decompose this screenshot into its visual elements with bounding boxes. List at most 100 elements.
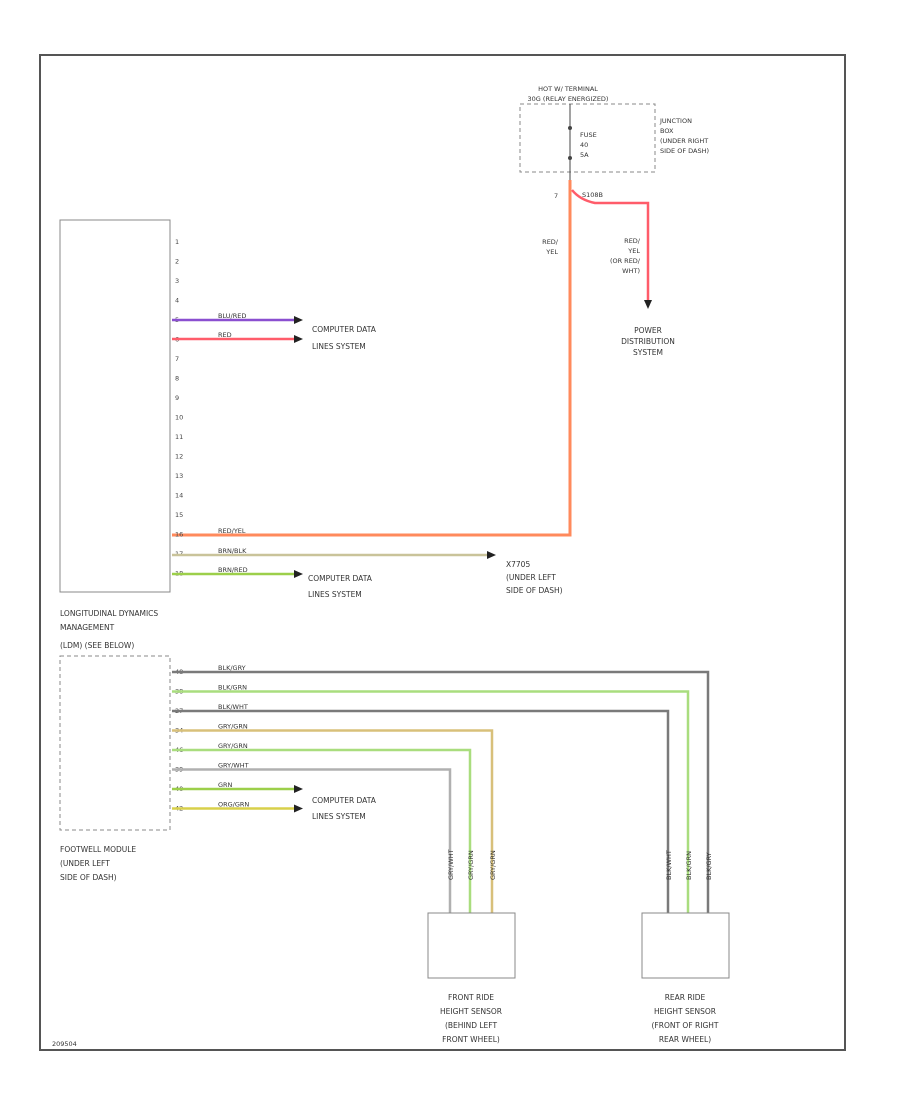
fuse-node-top [568, 126, 572, 130]
wire-pin18-label: BRN/RED [218, 566, 248, 574]
junction-box-group: HOT W/ TERMINAL 30G (RELAY ENERGIZED) FU… [519, 85, 709, 200]
rear-sensor-label-2: HEIGHT SENSOR [654, 1007, 716, 1016]
ldm-pin-1: 1 [175, 238, 179, 246]
pin5-arrow [294, 335, 303, 343]
rear-ride-height-sensor [641, 912, 730, 979]
footwell-arrow-42 [294, 804, 303, 813]
ldm-pin-7: 7 [175, 355, 179, 363]
ldm-pin-12: 12 [175, 453, 183, 461]
footwell-wire-48 [172, 670, 710, 913]
fuse-label-1: FUSE [580, 131, 597, 139]
ldm-pin-9: 9 [175, 394, 179, 402]
rear-sensor-wire-label: BLK/GRN [685, 851, 693, 880]
rear-sensor-label-3: (FRONT OF RIGHT [652, 1021, 719, 1030]
cds1-label-1: COMPUTER DATA [312, 325, 377, 334]
wire-left-label-1: RED/ [542, 238, 559, 246]
footwell-wire-46 [172, 748, 472, 913]
ldm-pin-list: 123456789101112131415161718 [175, 238, 183, 578]
fuse-label-3: 5A [580, 151, 589, 159]
fw-cds-label-2: LINES SYSTEM [312, 812, 366, 821]
ldm-pin-2: 2 [175, 258, 179, 266]
junction-box [519, 103, 656, 173]
ldm-module [59, 219, 171, 593]
fw-label-3: SIDE OF DASH) [60, 873, 117, 882]
rear-sensor-wire-label: BLK/WHT [665, 850, 673, 880]
footwell-wire-label: GRY/GRN [218, 723, 248, 731]
fw-cds-label-1: COMPUTER DATA [312, 796, 377, 805]
ldm-pin-16: 16 [175, 531, 183, 539]
junction-label-3: (UNDER RIGHT [660, 137, 708, 145]
rear-sensor-label-4: REAR WHEEL) [659, 1035, 711, 1044]
footwell-wires: BLK/GRY BLK/GRN BLK/WHT GRY/GRN GRY/GRN GRY/W… [172, 664, 710, 913]
fuse-node-bottom [568, 156, 572, 160]
ground-label-2: (UNDER LEFT [506, 573, 556, 582]
footwell-module [59, 655, 171, 831]
wire-right-label-2: YEL [627, 247, 640, 255]
footwell-wire-label: GRN [218, 781, 233, 789]
wire-red-yel-main [172, 180, 572, 537]
power-distribution-arrow [644, 300, 652, 309]
diagram-frame [39, 54, 846, 1051]
ground-arrow [487, 551, 496, 559]
footwell-wire-label: BLK/WHT [218, 703, 248, 711]
footwell-wire-34 [172, 729, 494, 913]
footwell-wire-38 [172, 690, 690, 913]
cds2-label-2: LINES SYSTEM [308, 590, 362, 599]
ldm-pin-13: 13 [175, 472, 183, 480]
ldm-pin-3: 3 [175, 277, 179, 285]
rear-sensor-wire-label: BLK/GRY [705, 852, 713, 880]
fw-label-1: FOOTWELL MODULE [60, 845, 136, 854]
fw-label-2: (UNDER LEFT [60, 859, 110, 868]
wire-red-yel-branch [571, 189, 650, 303]
wire-left-label-2: YEL [545, 248, 558, 256]
wire-pin5-label: RED [218, 331, 232, 339]
footwell-pin-list: 4838273446394042 [175, 668, 183, 813]
ground-label-3: SIDE OF DASH) [506, 586, 563, 595]
junction-label-2: BOX [660, 127, 674, 135]
junction-pin-7: 7 [554, 192, 558, 200]
front-sensor-wire-label: GRY/WHT [447, 849, 455, 880]
front-sensor-label-3: (BEHIND LEFT [445, 1021, 498, 1030]
junction-label-4: SIDE OF DASH) [660, 147, 709, 155]
wire-pin4-label: BLU/RED [218, 312, 246, 320]
junction-label-1: JUNCTION [659, 117, 692, 125]
pin4-arrow [294, 316, 303, 324]
wire-pin17-label: BRN/BLK [218, 547, 247, 555]
footwell-wire-label: ORG/GRN [218, 801, 249, 809]
hot-label-2: 30G (RELAY ENERGIZED) [528, 95, 609, 103]
wire-right-label-4: WHT) [622, 267, 640, 275]
front-sensor-wire-label: GRY/GRN [489, 850, 497, 880]
wire-right-label-1: RED/ [624, 237, 641, 245]
power-label-2: DISTRIBUTION [621, 337, 675, 346]
footwell-wire-label: GRY/GRN [218, 742, 248, 750]
footwell-wire-label: BLK/GRY [218, 664, 246, 672]
front-sensor-label-2: HEIGHT SENSOR [440, 1007, 502, 1016]
ldm-pin-8: 8 [175, 375, 179, 383]
footwell-wire-label: GRY/WHT [218, 762, 249, 770]
hot-label-1: HOT W/ TERMINAL [538, 85, 598, 93]
footwell-arrow-40 [294, 785, 303, 793]
ground-label-1: X7705 [506, 560, 530, 569]
fuse-label-2: 40 [580, 141, 588, 149]
footwell-wire-27 [172, 709, 670, 913]
cds2-label-1: COMPUTER DATA [308, 574, 373, 583]
front-sensor-label-1: FRONT RIDE [448, 993, 494, 1002]
wire-right-label-3: (OR RED/ [610, 257, 641, 265]
footwell-wire-label: BLK/GRN [218, 684, 247, 692]
ldm-pin-10: 10 [175, 414, 183, 422]
rear-sensor-label-1: REAR RIDE [665, 993, 706, 1002]
front-ride-height-sensor [427, 912, 516, 979]
ldm-pin-15: 15 [175, 511, 183, 519]
ldm-label-1: LONGITUDINAL DYNAMICS [60, 609, 158, 618]
ldm-label-3: (LDM) (SEE BELOW) [60, 641, 134, 650]
front-sensor-label-4: FRONT WHEEL) [442, 1035, 500, 1044]
power-label-1: POWER [634, 326, 662, 335]
ldm-pin-4: 4 [175, 297, 179, 305]
ldm-pin-14: 14 [175, 492, 183, 500]
ldm-label-2: MANAGEMENT [60, 623, 115, 632]
cds1-label-2: LINES SYSTEM [312, 342, 366, 351]
power-label-3: SYSTEM [633, 348, 663, 357]
splice-label: S108B [582, 191, 603, 199]
